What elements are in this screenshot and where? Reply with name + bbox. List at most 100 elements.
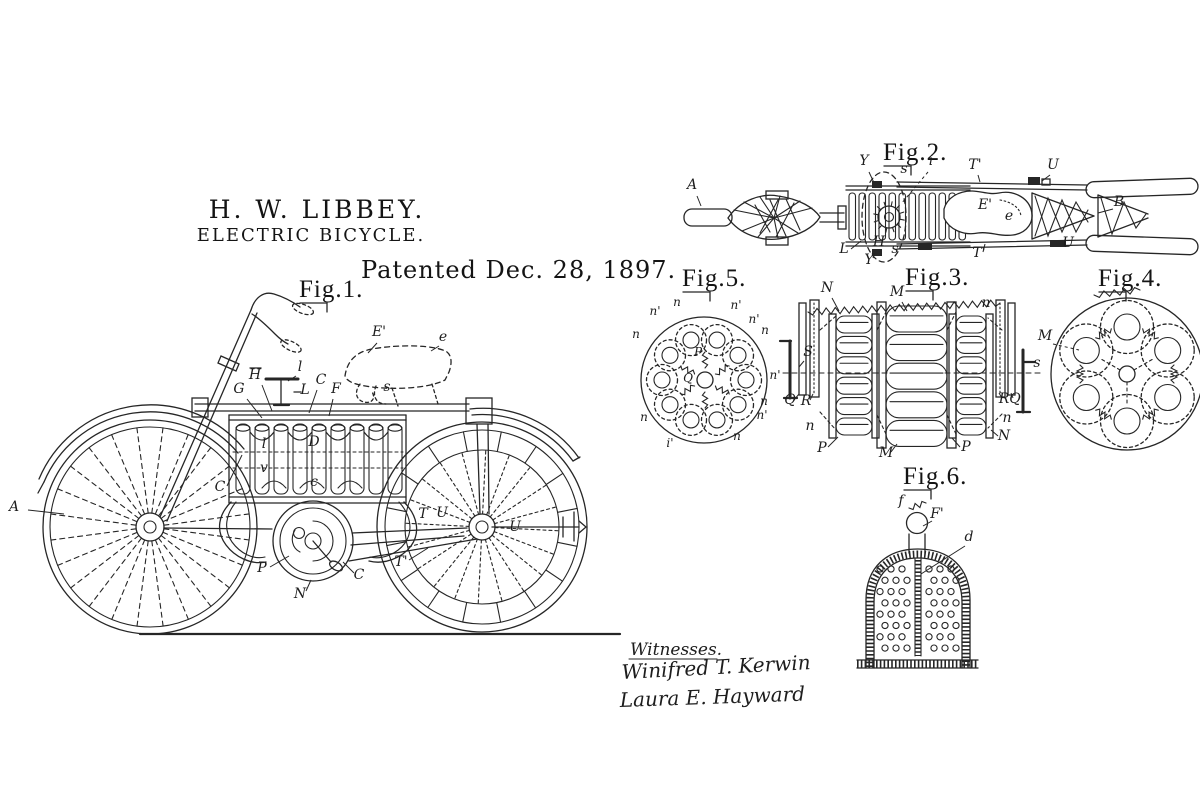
- coil-core: [1113, 407, 1141, 435]
- label-leader: [408, 547, 429, 561]
- label-leader: [850, 240, 862, 250]
- label-leader: [1058, 242, 1065, 247]
- spoke: [454, 538, 478, 600]
- coil-core: [708, 411, 726, 429]
- part-label: v: [260, 460, 268, 476]
- witness-block: Witnesses. Winifred T. Kerwin Laura E. H…: [618, 640, 811, 712]
- terminal-cap: [905, 511, 929, 535]
- fork-spoke: [743, 201, 775, 219]
- dot: [947, 587, 955, 596]
- coil-core: [661, 396, 679, 414]
- dot: [892, 576, 900, 584]
- saddle-spring: [355, 383, 375, 404]
- end-plate: [1007, 302, 1016, 396]
- terminal-wire: [908, 500, 927, 511]
- saddle: [344, 345, 452, 389]
- coil-row: [835, 376, 873, 395]
- battery-cell: [311, 423, 327, 495]
- part-label: l: [298, 359, 302, 375]
- label-leader: [226, 454, 243, 487]
- shaft: [696, 371, 714, 389]
- handlebar-grip: [291, 302, 315, 316]
- handlebar-upper: [250, 292, 301, 311]
- fig4-label: Fig.4.: [1098, 265, 1162, 292]
- spoke: [151, 540, 164, 627]
- battery-cell: [235, 423, 251, 495]
- label-leader: [793, 393, 800, 401]
- battery-cell-top: [330, 424, 346, 432]
- coil-row: [885, 362, 948, 390]
- label-leader: [308, 389, 318, 414]
- spoke: [477, 539, 482, 605]
- battery-cell: [254, 423, 270, 495]
- part-label: F: [330, 381, 342, 397]
- inventor-name: H. W. LIBBEY.: [209, 195, 426, 224]
- part-label: s: [900, 161, 907, 177]
- witnesses-heading: Witnesses.: [630, 640, 722, 660]
- crank-circle: [861, 171, 907, 263]
- spoke: [136, 427, 149, 514]
- fork-hatch: [759, 199, 779, 234]
- spoke: [157, 537, 212, 607]
- end-plate: [798, 302, 807, 396]
- part-label: f: [897, 493, 906, 509]
- part-label: U: [436, 505, 449, 521]
- label-leader: [798, 360, 805, 368]
- cell-link: [337, 480, 363, 489]
- saddle-support: [391, 387, 399, 407]
- label-leader: [430, 345, 440, 352]
- label-leader: [367, 342, 378, 354]
- drum-flange: [876, 301, 887, 449]
- cone-line: [987, 413, 1003, 429]
- dot: [930, 621, 938, 630]
- dot: [925, 633, 933, 641]
- truss-edge: [1097, 217, 1149, 238]
- gear-hub: [883, 211, 895, 223]
- rim-strut: [400, 568, 419, 582]
- battery-cell-plan: [848, 192, 857, 241]
- part-label: n: [632, 327, 640, 341]
- fig-underline: [682, 291, 711, 302]
- dot: [941, 644, 949, 652]
- fork-hatch: [775, 202, 795, 238]
- spring: [680, 384, 696, 396]
- coil-core: [729, 346, 747, 364]
- field-coil-wave: [807, 299, 1001, 316]
- rim-strut: [557, 507, 578, 513]
- rear-fender-outer: [469, 407, 580, 459]
- label-leader: [827, 436, 839, 448]
- spoke: [154, 434, 189, 515]
- coil-core: [737, 371, 755, 389]
- rim-strut: [545, 472, 564, 486]
- dot: [947, 610, 955, 618]
- label-leader: [922, 520, 933, 527]
- rear-truss: [1031, 192, 1149, 240]
- seat-tube: [476, 423, 481, 515]
- coil-circle: [653, 339, 687, 372]
- dot: [887, 610, 895, 618]
- fig1-side-elevation: Fig.1.: [7, 276, 622, 636]
- dot: [887, 587, 895, 596]
- coil-circle: [674, 323, 708, 357]
- dot: [881, 576, 889, 584]
- part-label: T': [394, 554, 407, 570]
- spring: [1095, 408, 1112, 420]
- fork-spoke: [759, 196, 775, 219]
- part-label: R: [800, 393, 812, 409]
- spoke: [154, 539, 189, 620]
- dot: [898, 587, 906, 596]
- coil-circle: [721, 388, 755, 421]
- fork-spoke: [733, 209, 775, 219]
- gear-tooth: [890, 201, 893, 207]
- coil-row: [835, 356, 873, 375]
- fig-underline: [903, 489, 932, 500]
- dot: [876, 633, 884, 641]
- part-label: e: [1005, 208, 1013, 224]
- coil-circle: [653, 388, 687, 421]
- part-label: U: [1062, 235, 1075, 251]
- dot: [903, 621, 911, 630]
- seat-lug: [465, 397, 493, 425]
- battery-cell-plan: [878, 192, 887, 241]
